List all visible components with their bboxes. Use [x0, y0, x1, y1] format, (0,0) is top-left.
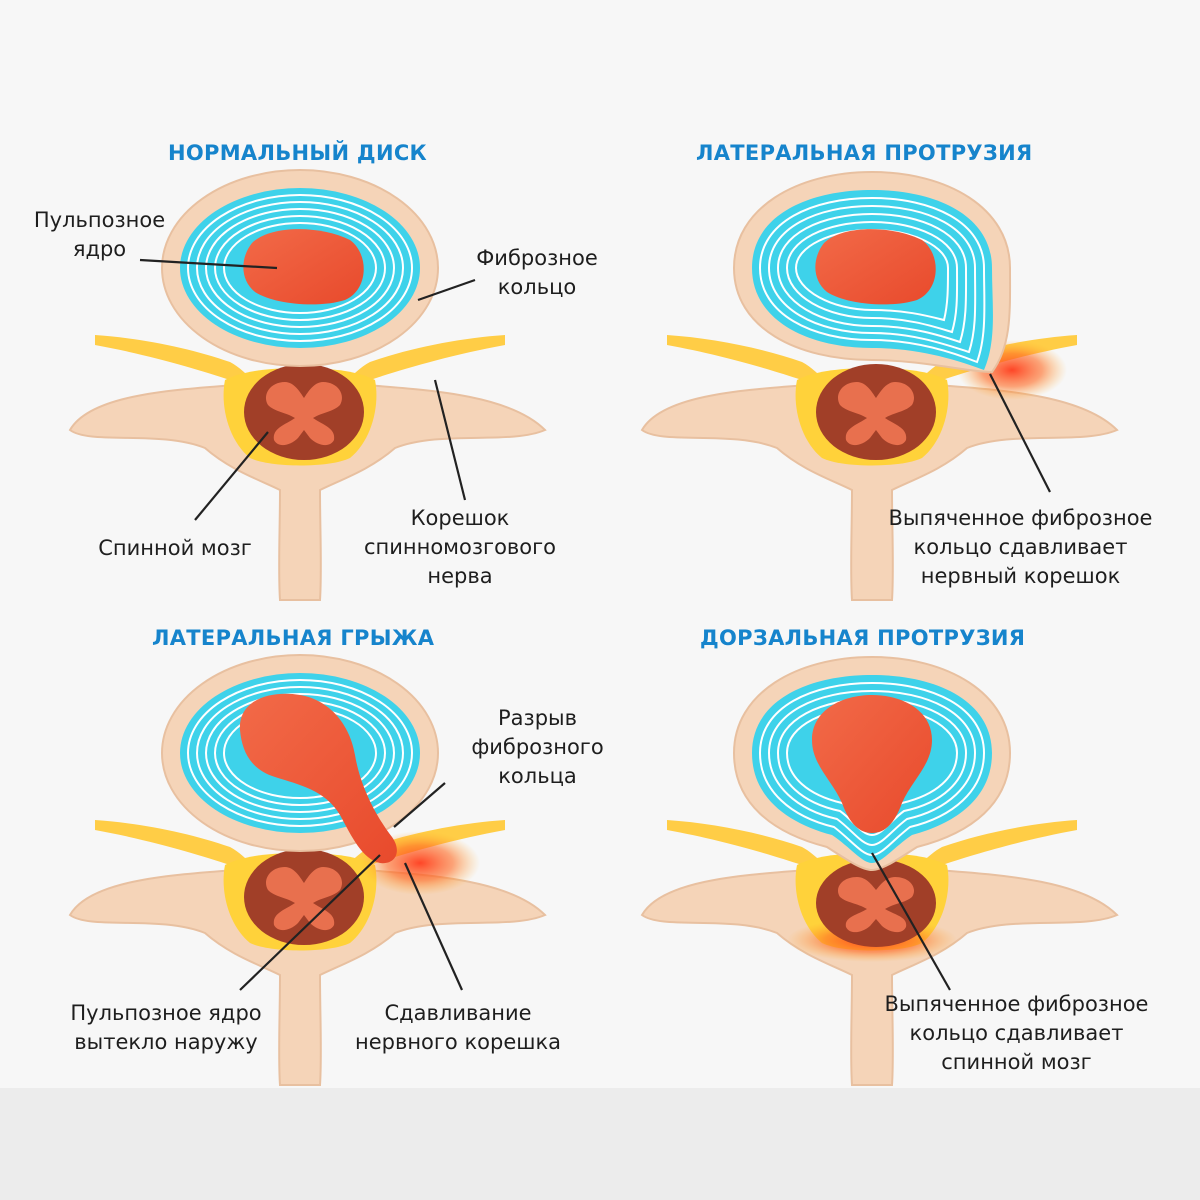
- label-nerve-compression: Сдавливание нервного корешка: [338, 999, 578, 1057]
- label-line: Спинной мозг: [98, 536, 252, 560]
- leader-lines: [989, 373, 1051, 493]
- label-line: Разрыв: [498, 706, 577, 730]
- spinal-cord: [244, 364, 364, 460]
- leader-lines: [239, 782, 464, 991]
- panel-lateral-protrusion: [640, 170, 1119, 601]
- spinal-cord: [816, 364, 936, 460]
- label-line: Выпяченное фиброзное: [884, 992, 1149, 1016]
- label-bulge-nerve-root: Выпяченное фиброзное кольцо сдавливает н…: [868, 504, 1173, 591]
- label-line: Сдавливание: [384, 1001, 532, 1025]
- label-line: нервный корешок: [920, 564, 1121, 588]
- label-line: вытекло наружу: [74, 1030, 258, 1054]
- bottom-band: [0, 1088, 1200, 1200]
- label-line: Корешок: [410, 506, 510, 530]
- leader-lines: [871, 852, 951, 991]
- label-line: кольцо: [497, 275, 577, 299]
- leader-lines: [139, 258, 476, 521]
- label-bulge-spinal-cord: Выпяченное фиброзное кольцо сдавливает с…: [864, 990, 1169, 1077]
- panel-title-dorsal-protrusion: ДОРЗАЛЬНАЯ ПРОТРУЗИЯ: [700, 626, 1026, 650]
- label-line: нерва: [427, 564, 493, 588]
- label-nucleus-pulposus: Пульпозное ядро: [22, 206, 177, 264]
- label-line: Выпяченное фиброзное: [888, 506, 1153, 530]
- label-line: нервного корешка: [354, 1030, 562, 1054]
- leaking-nucleus: [239, 693, 397, 864]
- panel-title-lateral-protrusion: ЛАТЕРАЛЬНАЯ ПРОТРУЗИЯ: [696, 141, 1033, 165]
- label-line: кольцо сдавливает: [909, 1021, 1124, 1045]
- label-line: ядро: [72, 237, 127, 261]
- label-line: спинной мозг: [941, 1050, 1092, 1074]
- bulging-disc: [732, 170, 1012, 374]
- label-line: спинномозгового: [363, 535, 557, 559]
- bulging-disc: [732, 655, 1012, 872]
- label-line: Пульпозное: [33, 208, 166, 232]
- label-annulus-fibrosus: Фиброзное кольцо: [462, 244, 612, 302]
- label-line: кольцо сдавливает: [913, 535, 1128, 559]
- label-line: Пульпозное ядро: [70, 1001, 262, 1025]
- label-annulus-rupture: Разрыв фиброзного кольца: [450, 704, 625, 791]
- panel-lateral-hernia: [68, 654, 547, 1086]
- label-line: Фиброзное: [476, 246, 598, 270]
- panel-title-lateral-hernia: ЛАТЕРАЛЬНАЯ ГРЫЖА: [152, 626, 435, 650]
- ruptured-disc: [161, 654, 439, 864]
- panel-normal-disc: [68, 169, 547, 601]
- label-line: кольца: [498, 764, 577, 788]
- spinal-cord: [816, 859, 936, 947]
- spinal-cord: [244, 849, 364, 945]
- panel-dorsal-protrusion: [640, 655, 1119, 1086]
- label-line: фиброзного: [471, 735, 604, 759]
- label-nerve-root: Корешок спинномозгового нерва: [340, 504, 580, 591]
- panel-title-normal-disc: НОРМАЛЬНЫЙ ДИСК: [168, 141, 427, 165]
- label-spinal-cord: Спинной мозг: [80, 534, 270, 563]
- intervertebral-disc: [161, 169, 439, 367]
- label-nucleus-leaked: Пульпозное ядро вытекло наружу: [50, 999, 282, 1057]
